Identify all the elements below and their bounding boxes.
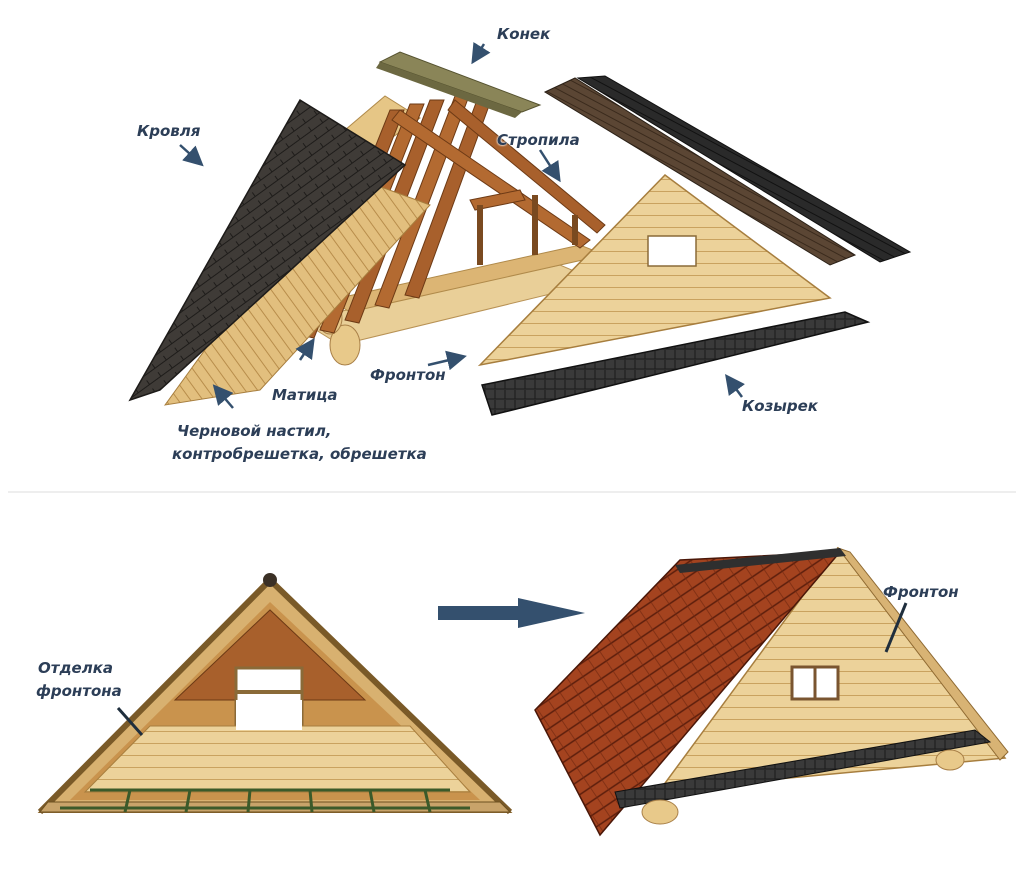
label-otdelka-1: Отделка: [38, 659, 114, 677]
pointer-arrows-top: [179, 41, 745, 409]
label-otdelka-2: фронтона: [36, 682, 122, 700]
transition-arrow: [438, 598, 585, 628]
label-fronton-top: Фронтон: [370, 366, 446, 384]
label-krovlya: Кровля: [137, 122, 201, 140]
gable-pediment: [477, 174, 832, 367]
label-stropila: Стропила: [497, 131, 580, 149]
label-matitsa: Матица: [272, 386, 338, 404]
gable-window: [647, 235, 697, 267]
label-konek: Конек: [497, 25, 551, 43]
finished-eave: [614, 729, 992, 809]
finished-roof: [534, 546, 1009, 837]
gable-cladding: [83, 725, 472, 793]
label-chernovoy-1: Черновой настил,: [177, 422, 332, 440]
label-fronton-bottom: Фронтон: [883, 583, 959, 601]
label-chernovoy-2: контробрешетка, обрешетка: [172, 445, 427, 463]
left-roof-covering: [128, 98, 407, 402]
label-kozyrek: Козырек: [742, 397, 818, 415]
right-roof-covering: [576, 75, 912, 263]
eave-strip: [481, 311, 871, 416]
exploded-roof: [128, 51, 912, 416]
right-roof-layer: [543, 77, 857, 266]
gable-framing: [37, 573, 513, 815]
